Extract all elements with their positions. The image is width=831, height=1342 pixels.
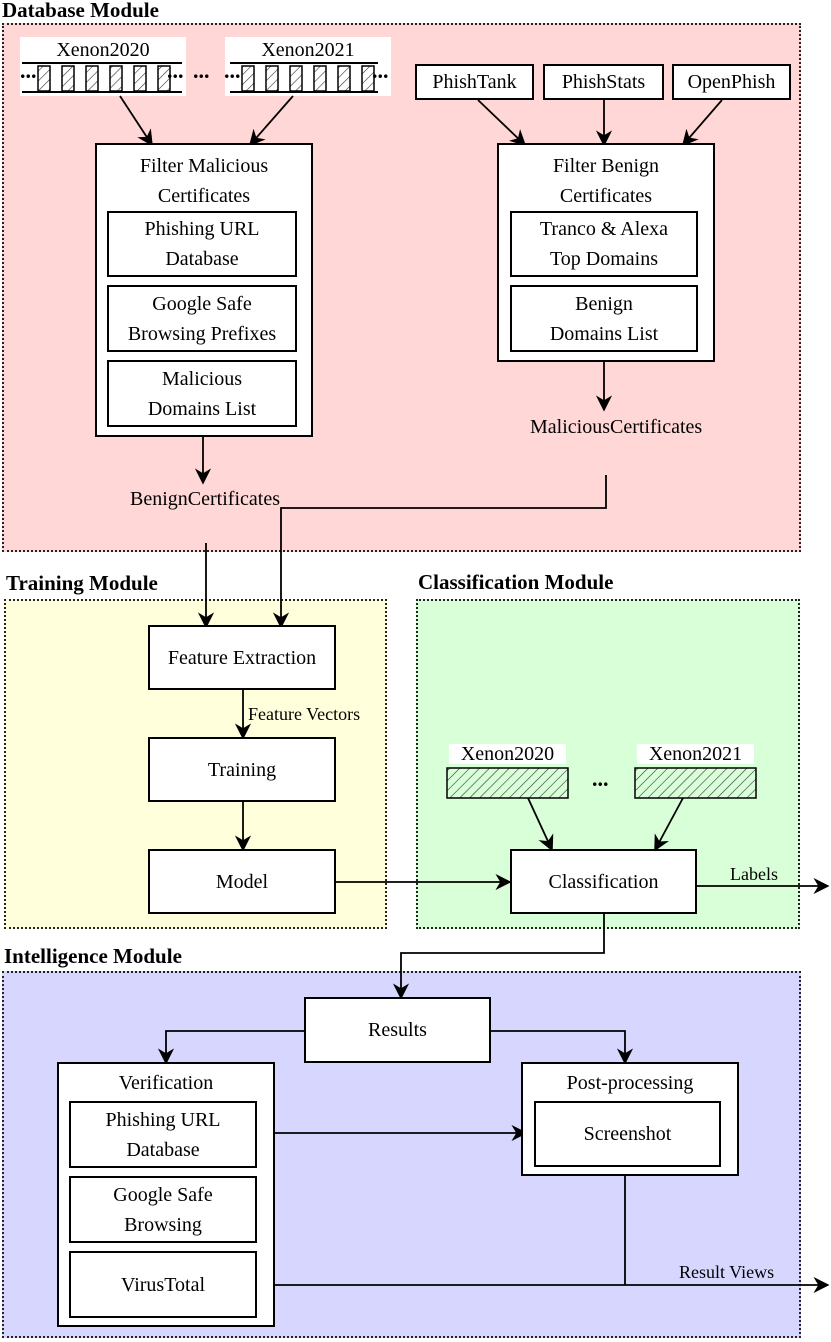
database-module-title: Database Module	[2, 0, 159, 22]
tape-label-xenon2021: Xenon2021	[235, 40, 381, 60]
benign-certificates-label: BenignCertificates	[130, 488, 280, 510]
labels-label: Labels	[730, 864, 778, 884]
class-label-xenon2020: Xenon2020	[449, 744, 566, 764]
screenshot-box: Screenshot	[534, 1101, 721, 1167]
edge-xenon2021-to-classification	[654, 797, 684, 852]
classification-module-region	[416, 599, 800, 929]
tape-ellipsis-mid: ...	[193, 58, 210, 83]
edge-xenon2020-to-filter	[119, 95, 153, 147]
source-openphish: OpenPhish	[672, 64, 791, 100]
tape-ellipsis-right-b: ...	[372, 58, 389, 83]
feature-vectors-label: Feature Vectors	[248, 704, 361, 724]
classification-box: Classification	[510, 849, 697, 914]
tape-label-xenon2020: Xenon2020	[30, 40, 176, 60]
training-box: Training	[148, 737, 336, 802]
source-phishstats: PhishStats	[543, 64, 664, 100]
classification-module-title: Classification Module	[418, 570, 614, 594]
tape-ellipsis-left: ...	[20, 58, 37, 83]
edge-phishtank-to-filter	[477, 99, 527, 147]
result-views-label: Result Views	[679, 1262, 775, 1282]
edge-results-to-postprocessing	[490, 1030, 634, 1065]
edge-malicious-to-feature	[272, 475, 607, 629]
edge-xenon2020-to-classification	[527, 797, 554, 852]
hatched-block-xenon2020	[446, 767, 569, 799]
class-ellipsis: ...	[592, 766, 609, 791]
tape-ellipsis-right-a: ...	[167, 58, 184, 83]
class-label-xenon2021: Xenon2021	[637, 744, 754, 764]
source-phishtank: PhishTank	[415, 64, 534, 100]
edge-classification-to-results	[392, 914, 605, 1000]
training-module-title: Training Module	[6, 571, 158, 595]
feature-extraction-box: Feature Extraction	[148, 625, 336, 690]
tape-ellipsis-left-b: ...	[224, 58, 241, 83]
malicious-certificates-label: MaliciousCertificates	[530, 416, 703, 438]
edge-results-to-verification	[157, 1030, 306, 1065]
hatched-block-xenon2021	[634, 767, 757, 799]
model-box: Model	[148, 849, 336, 914]
results-box: Results	[304, 997, 491, 1063]
edge-xenon2021-to-filter	[248, 95, 294, 147]
edge-openphish-to-filter	[681, 99, 723, 147]
virustotal-box: VirusTotal	[69, 1251, 257, 1318]
intelligence-module-title: Intelligence Module	[4, 944, 182, 968]
